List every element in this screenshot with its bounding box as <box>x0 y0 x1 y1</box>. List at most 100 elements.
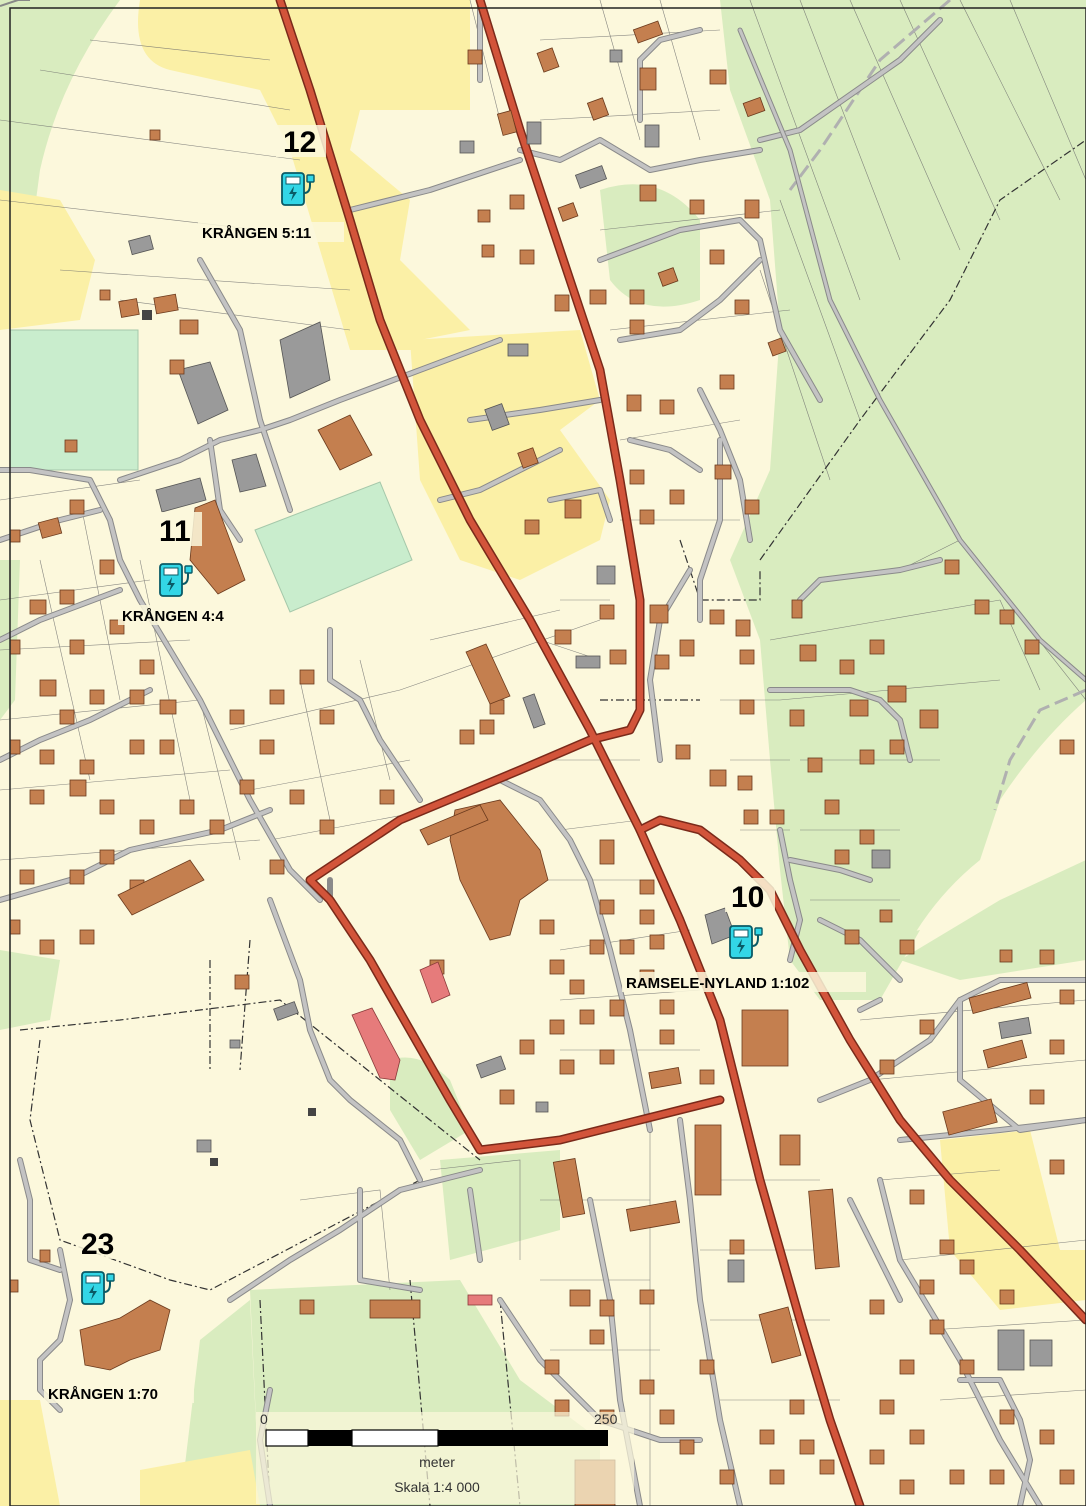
house-footprint <box>569 1289 591 1307</box>
house-footprint <box>118 298 140 318</box>
house-footprint <box>739 699 755 715</box>
house-footprint <box>557 202 579 222</box>
main-roads <box>275 0 1086 1506</box>
house-footprint <box>629 319 645 335</box>
station-marker-10[interactable]: 10 RAMSELE-NYLAND 1:102 <box>622 878 866 992</box>
house-footprint <box>1059 989 1075 1005</box>
house-footprint <box>496 110 518 136</box>
house-footprint <box>599 839 615 865</box>
house-footprint <box>99 799 115 815</box>
house-footprint <box>689 199 705 215</box>
station-name: KRÅNGEN 4:4 <box>122 608 224 625</box>
house-footprint <box>719 1469 735 1485</box>
house-footprint <box>319 709 335 725</box>
house-footprint <box>639 1379 655 1395</box>
house-footprint <box>69 869 85 885</box>
house-footprint <box>909 1429 925 1445</box>
station-number: 11 <box>159 515 191 548</box>
house-footprint <box>834 849 850 865</box>
house-footprint <box>909 1189 925 1205</box>
house-footprint <box>743 809 759 825</box>
house-footprint <box>799 644 817 662</box>
house-footprint <box>959 1259 975 1275</box>
station-number: 23 <box>81 1228 114 1261</box>
ev-charging-icon[interactable] <box>729 925 763 959</box>
house-footprint <box>869 639 885 655</box>
house-footprint <box>519 249 535 265</box>
house-footprint <box>639 909 655 925</box>
house-footprint <box>639 509 655 525</box>
house-footprint <box>824 799 840 815</box>
house-footprint <box>544 1359 560 1375</box>
house-footprint <box>69 499 85 515</box>
house-footprint <box>536 47 560 73</box>
house-footprint <box>39 939 55 955</box>
house-footprint <box>609 649 627 665</box>
railway-line <box>788 0 1086 811</box>
house-footprint <box>679 1439 695 1455</box>
house-footprint <box>239 779 255 795</box>
house-footprint <box>99 289 111 301</box>
house-footprint <box>39 1249 51 1263</box>
house-footprint <box>657 267 679 287</box>
ev-charging-icon[interactable] <box>281 172 315 206</box>
house-footprint <box>807 757 823 773</box>
house-footprint <box>599 899 615 915</box>
house-footprint <box>509 194 525 210</box>
house-footprint <box>999 949 1013 963</box>
scale-ratio: Skala 1:4 000 <box>394 1479 480 1495</box>
house-footprint <box>159 739 175 755</box>
station-markers: 12 KRÅNGEN 5:11 11 KRÅNGEN 4:4 <box>44 125 866 1403</box>
station-marker-11[interactable]: 11 KRÅNGEN 4:4 <box>118 512 258 625</box>
station-marker-23[interactable]: 23 KRÅNGEN 1:70 <box>44 1225 194 1403</box>
house-footprint <box>659 399 675 415</box>
house-footprint <box>467 49 483 65</box>
house-footprint <box>39 679 57 697</box>
house-footprint <box>669 489 685 505</box>
house-footprint <box>589 289 607 305</box>
house-footprint <box>844 929 860 945</box>
house-footprint <box>639 67 657 91</box>
ev-charging-icon[interactable] <box>159 563 193 597</box>
house-footprint <box>899 939 915 955</box>
station-marker-12[interactable]: 12 KRÅNGEN 5:11 <box>198 125 344 242</box>
house-footprint <box>19 869 35 885</box>
forest-road <box>737 27 1086 683</box>
house-footprint <box>1059 739 1075 755</box>
house-footprint <box>579 1009 595 1025</box>
house-footprint <box>879 1399 895 1415</box>
ev-charging-icon[interactable] <box>81 1271 115 1305</box>
house-footprint <box>879 909 893 923</box>
house-footprint <box>714 464 732 480</box>
house-footprint <box>99 559 115 575</box>
house-footprint <box>1059 1469 1075 1485</box>
house-footprint <box>9 919 21 935</box>
house-footprint <box>599 604 615 620</box>
house-footprint <box>709 769 727 787</box>
house-footprint <box>859 749 875 765</box>
house-footprint <box>799 1439 815 1455</box>
house-footprint <box>586 97 610 121</box>
house-footprint <box>999 1409 1015 1425</box>
house-footprint <box>789 1399 805 1415</box>
house-footprint <box>179 799 195 815</box>
house-footprint <box>9 1279 19 1293</box>
house-footprint <box>169 359 185 375</box>
house-footprint <box>1039 1429 1055 1445</box>
house-footprint <box>789 709 805 727</box>
house-footprint <box>719 374 735 390</box>
house-footprint <box>919 709 939 729</box>
house-footprint <box>1039 949 1055 965</box>
house-footprint <box>742 96 766 118</box>
house-footprint <box>779 1134 801 1166</box>
house-footprint <box>648 1067 682 1089</box>
house-footprint <box>819 1459 835 1475</box>
house-footprint <box>632 20 664 44</box>
house-footprint <box>709 249 725 265</box>
scale-end-label: 250 <box>594 1411 618 1427</box>
house-footprint <box>519 1039 535 1055</box>
house-footprint <box>1049 1159 1065 1175</box>
house-footprint <box>989 1469 1005 1485</box>
house-footprint <box>269 859 285 875</box>
